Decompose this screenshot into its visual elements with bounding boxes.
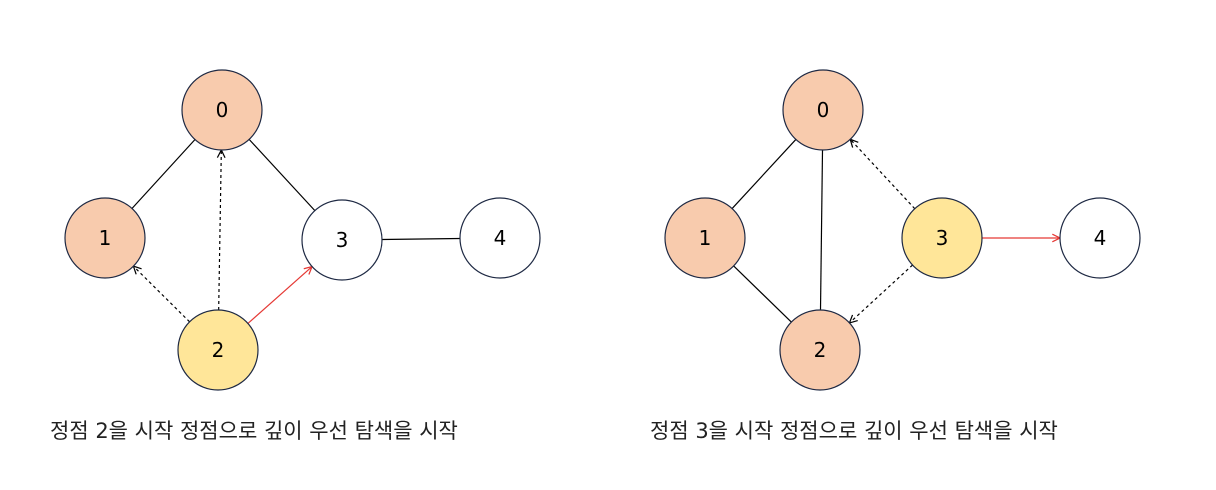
- node-label-4: 4: [494, 226, 507, 250]
- node-label-2: 2: [212, 338, 225, 362]
- node-1: 1: [664, 197, 746, 279]
- node-circle-3: [901, 197, 983, 279]
- node-1: 1: [64, 197, 146, 279]
- node-label-2: 2: [814, 338, 827, 362]
- node-2: 2: [177, 309, 259, 391]
- node-label-3: 3: [936, 226, 949, 250]
- left-caption: 정점 2을 시작 정점으로 깊이 우선 탐색을 시작: [50, 419, 458, 443]
- node-label-0: 0: [216, 98, 229, 122]
- node-label-3: 3: [336, 228, 349, 252]
- dashed-arrow-2-0: [219, 150, 222, 311]
- node-circle-1: [64, 197, 146, 279]
- node-circle-0: [782, 69, 864, 151]
- edge-0-2: [819, 149, 824, 311]
- node-circle-0: [181, 69, 263, 151]
- node-3: 3: [901, 197, 983, 279]
- node-0: 0: [181, 69, 263, 151]
- node-circle-2: [779, 309, 861, 391]
- node-label-4: 4: [1094, 226, 1107, 250]
- edge-0-1: [731, 139, 797, 209]
- node-0: 0: [782, 69, 864, 151]
- red-arrow-2-3: [247, 267, 312, 324]
- node-circle-2: [177, 309, 259, 391]
- edge-0-3: [248, 138, 316, 212]
- right-graph: 0 1 2 3 4: [664, 69, 1141, 391]
- node-circle-3: [301, 199, 383, 281]
- dfs-diagram: 0 1 2 3 4 0 1 2 3 4: [64, 69, 1141, 391]
- node-circle-4: [1059, 197, 1141, 279]
- edge-3-4: [381, 237, 461, 241]
- edge-1-2: [733, 265, 792, 323]
- node-2: 2: [779, 309, 861, 391]
- left-graph: 0 1 2 3 4: [64, 69, 541, 391]
- node-4: 4: [459, 197, 541, 279]
- dashed-arrow-3-0: [850, 139, 916, 210]
- dashed-arrow-3-2: [849, 264, 913, 323]
- node-circle-4: [459, 197, 541, 279]
- node-circle-1: [664, 197, 746, 279]
- right-caption: 정점 3을 시작 정점으로 깊이 우선 탐색을 시작: [650, 419, 1058, 443]
- node-label-1: 1: [699, 226, 712, 250]
- node-label-1: 1: [99, 226, 112, 250]
- dashed-arrow-2-1: [133, 266, 191, 323]
- node-label-0: 0: [817, 98, 830, 122]
- node-3: 3: [301, 199, 383, 281]
- node-4: 4: [1059, 197, 1141, 279]
- edge-0-1: [131, 139, 196, 209]
